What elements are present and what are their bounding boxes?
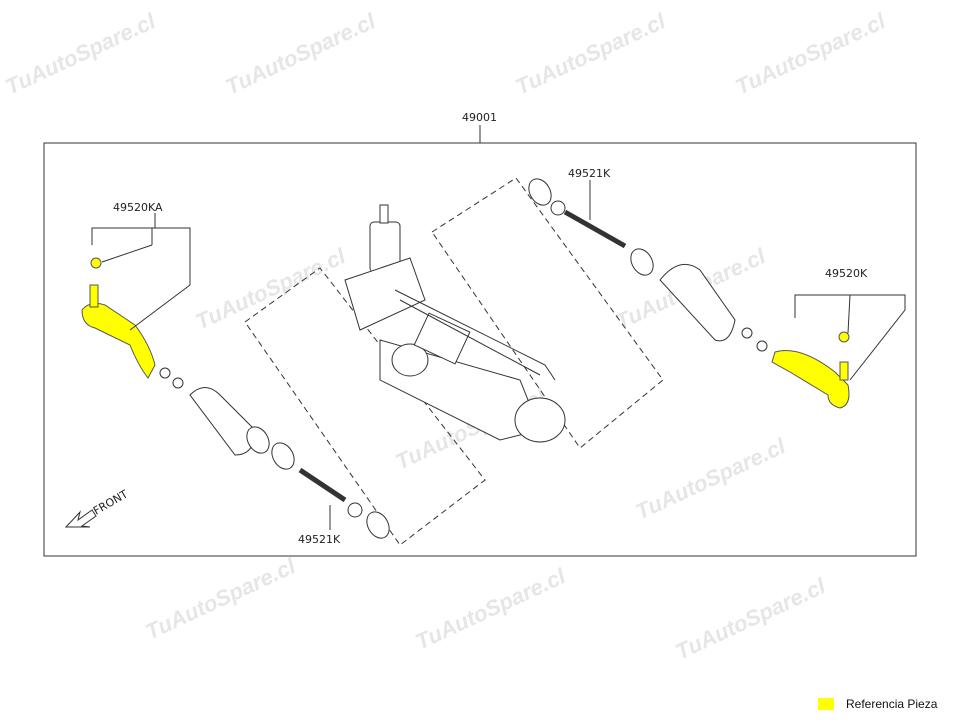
label-49520KA: 49520KA xyxy=(113,201,163,214)
watermark-text: TuAutoSpare.cl xyxy=(632,433,790,525)
steering-rack xyxy=(344,204,566,443)
boot-right xyxy=(659,263,768,352)
leader-line xyxy=(91,227,191,331)
watermark-text: TuAutoSpare.cl xyxy=(222,8,380,100)
front-label: FRONT xyxy=(91,487,130,517)
legend-label: Referencia Pieza xyxy=(846,697,938,711)
front-arrow-icon: FRONT xyxy=(64,487,130,528)
watermark-text: TuAutoSpare.cl xyxy=(672,573,830,665)
watermark-text: TuAutoSpare.cl xyxy=(2,8,160,100)
leader-line xyxy=(101,244,153,263)
label-49520K: 49520K xyxy=(825,267,868,280)
inner-tie-rod-bottom[interactable] xyxy=(267,439,393,542)
watermark-text: TuAutoSpare.cl xyxy=(732,8,890,100)
label-49001: 49001 xyxy=(462,111,497,124)
label-49521K-top: 49521K xyxy=(568,167,611,180)
tie-rod-end-left[interactable] xyxy=(81,257,156,379)
dashed-box-right xyxy=(431,177,664,449)
label-49521K-bottom: 49521K xyxy=(298,533,341,546)
watermark-text: TuAutoSpare.cl xyxy=(142,553,300,645)
dashed-box-left xyxy=(244,267,486,546)
assembly-frame xyxy=(43,142,917,557)
watermark-text: TuAutoSpare.cl xyxy=(512,8,670,100)
legend: Referencia Pieza xyxy=(818,697,937,711)
watermark-text: TuAutoSpare.cl xyxy=(192,243,350,335)
boot-left xyxy=(159,367,270,456)
leader-line xyxy=(794,294,906,381)
inner-tie-rod-top[interactable] xyxy=(524,175,657,279)
leader-line xyxy=(847,294,851,334)
watermark-text: TuAutoSpare.cl xyxy=(412,563,570,655)
legend-swatch xyxy=(818,698,834,710)
tie-rod-end-right[interactable] xyxy=(771,331,850,409)
